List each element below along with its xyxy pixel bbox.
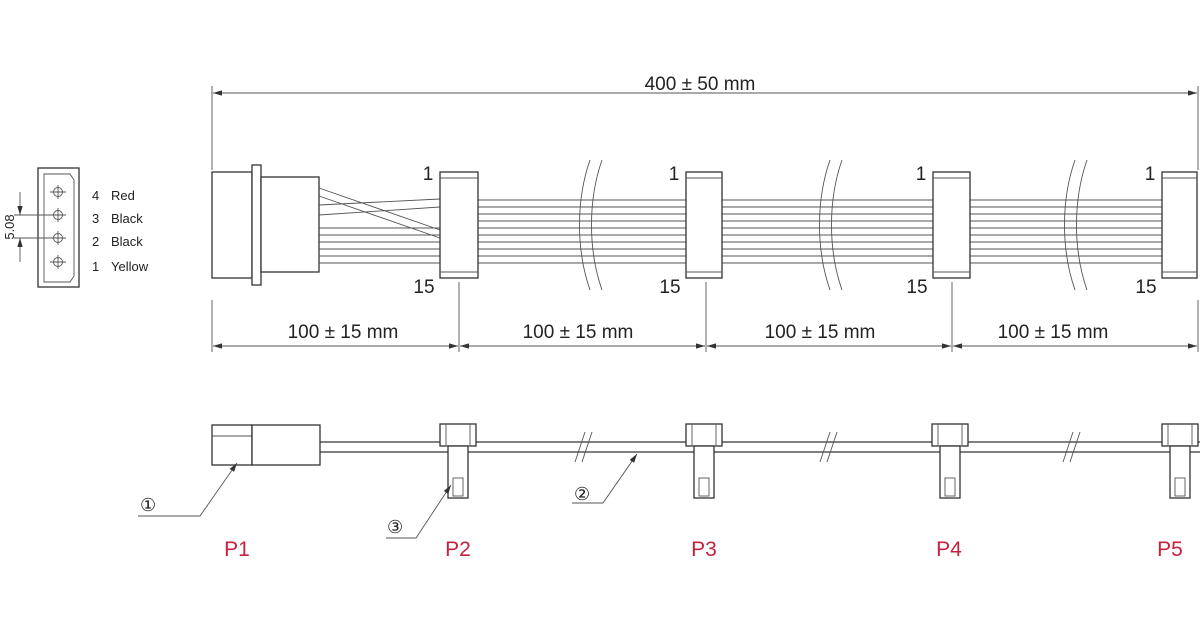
break-mark: [1069, 431, 1081, 463]
pin-15-label: 15: [659, 277, 680, 298]
pin-1-label: 1: [1145, 164, 1156, 185]
break-mark: [819, 159, 831, 291]
pin-color: Black: [111, 234, 143, 249]
break-mark: [574, 431, 586, 463]
pin-1-label: 1: [669, 164, 680, 185]
total-length-dimension: 400 ± 50 mm: [211, 74, 1199, 170]
plug-label-p2: P2: [445, 538, 471, 561]
break-mark: [826, 431, 838, 463]
splice-clip: [1161, 423, 1199, 447]
pitch-dimension: 5.08: [2, 214, 17, 239]
splice-connector: [932, 171, 971, 279]
pin-number: 2: [92, 234, 99, 249]
clip-slot: [944, 477, 956, 497]
plug-labels: P1 P2 P3 P4 P5: [224, 538, 1183, 561]
pin-color: Yellow: [111, 259, 149, 274]
segment-length: 100 ± 15 mm: [998, 322, 1109, 343]
break-mark: [591, 159, 603, 291]
break-mark: [831, 159, 843, 291]
callout-3: ③: [387, 517, 403, 537]
break-mark: [1076, 159, 1088, 291]
break-mark: [579, 159, 591, 291]
splice-clip: [439, 423, 477, 447]
pin-15-label: 15: [413, 277, 434, 298]
pin-crosshair: [50, 185, 66, 199]
splice-clip: [931, 423, 969, 447]
segment-dimensions: 100 ± 15 mm 100 ± 15 mm 100 ± 15 mm 100 …: [211, 282, 1199, 352]
clip-stem: [939, 445, 961, 499]
total-length-label: 400 ± 50 mm: [645, 74, 756, 95]
clip-stem: [1169, 445, 1191, 499]
pin-color: Black: [111, 211, 143, 226]
pin-crosshair: [50, 255, 66, 269]
splice-connector: [439, 171, 479, 279]
plug-label-p5: P5: [1157, 538, 1183, 561]
break-mark: [1062, 431, 1074, 463]
clip-slot: [1174, 477, 1186, 497]
clip-stem: [447, 445, 469, 499]
clip-slot: [698, 477, 710, 497]
pin-color: Red: [111, 188, 135, 203]
segment-length: 100 ± 15 mm: [523, 322, 634, 343]
pin-1-label: 1: [423, 164, 434, 185]
splice-connector: [1161, 171, 1198, 279]
harness-top-view: 1 15 1 15 1 15 1 15: [211, 159, 1198, 298]
break-mark: [819, 431, 831, 463]
clip-stem: [693, 445, 715, 499]
plug-label-p4: P4: [936, 538, 962, 561]
harness-side-view: ① ② ③: [138, 423, 1200, 539]
callout-2: ②: [574, 484, 590, 504]
pin-15-label: 15: [1135, 277, 1156, 298]
pin-number: 3: [92, 211, 99, 226]
pin-number: 1: [92, 259, 99, 274]
segment-length: 100 ± 15 mm: [765, 322, 876, 343]
segment-length: 100 ± 15 mm: [288, 322, 399, 343]
splice-clip: [685, 423, 723, 447]
pin-15-label: 15: [906, 277, 927, 298]
clip-slot: [452, 477, 464, 497]
molex-end-view: 5.08 4 Red 3 Black 2 Black 1 Yellow: [2, 167, 149, 288]
break-mark: [1064, 159, 1076, 291]
callout-1: ①: [140, 495, 156, 515]
plug-label-p1: P1: [224, 538, 250, 561]
break-mark: [581, 431, 593, 463]
plug-label-p3: P3: [691, 538, 717, 561]
splice-connector: [685, 171, 723, 279]
pin-1-label: 1: [916, 164, 927, 185]
pin-number: 4: [92, 188, 99, 203]
